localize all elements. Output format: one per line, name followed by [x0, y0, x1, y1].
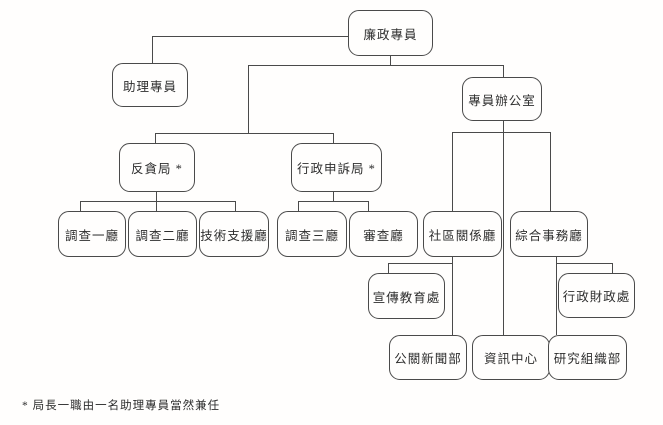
connector: [612, 263, 613, 273]
node-review-dept: 審查廳: [349, 211, 418, 257]
node-publicity-education-div: 宣傳教育處: [368, 273, 445, 319]
connector: [152, 36, 153, 63]
connector: [556, 257, 557, 335]
connector: [452, 132, 453, 211]
connector: [368, 201, 369, 211]
footnote: * 局長一職由一名助理專員當然兼任: [22, 400, 221, 412]
connector: [390, 56, 391, 65]
connector: [503, 121, 504, 335]
connector: [80, 201, 81, 211]
node-assistant-commissioner: 助理專員: [112, 63, 188, 107]
connector: [550, 132, 551, 211]
node-technical-support-dept: 技術支援廳: [199, 211, 269, 257]
connector: [503, 65, 504, 77]
connector: [452, 132, 550, 133]
node-investigation-dept-2: 調查二廳: [128, 211, 197, 257]
node-pr-press-dept: 公關新聞部: [389, 335, 467, 380]
connector: [248, 65, 503, 66]
connector: [333, 133, 334, 143]
connector: [155, 133, 156, 143]
connector: [556, 263, 612, 264]
connector: [333, 192, 334, 201]
connector: [388, 263, 452, 264]
connector: [298, 201, 299, 211]
node-research-organization-dept: 研究組織部: [548, 335, 627, 380]
connector: [80, 201, 235, 202]
node-information-centre: 資訊中心: [472, 335, 550, 380]
node-general-affairs-dept: 綜合事務廳: [510, 211, 588, 257]
connector: [298, 201, 368, 202]
node-anti-corruption-bureau: 反貪局 *: [119, 143, 195, 192]
node-administrative-complaints-bureau: 行政申訴局 *: [291, 143, 382, 192]
connector: [388, 263, 389, 273]
node-investigation-dept-1: 調查一廳: [58, 211, 126, 257]
node-admin-finance-div: 行政財政處: [558, 273, 635, 318]
connector: [452, 257, 453, 335]
connector: [248, 65, 249, 133]
connector: [152, 36, 348, 37]
connector: [235, 201, 236, 211]
node-community-relations-dept: 社區關係廳: [423, 211, 502, 257]
node-investigation-dept-3: 調查三廳: [277, 211, 347, 257]
connector: [155, 133, 333, 134]
node-commissioner-office: 專員辦公室: [462, 77, 542, 121]
node-commissioner: 廉政專員: [348, 10, 433, 56]
